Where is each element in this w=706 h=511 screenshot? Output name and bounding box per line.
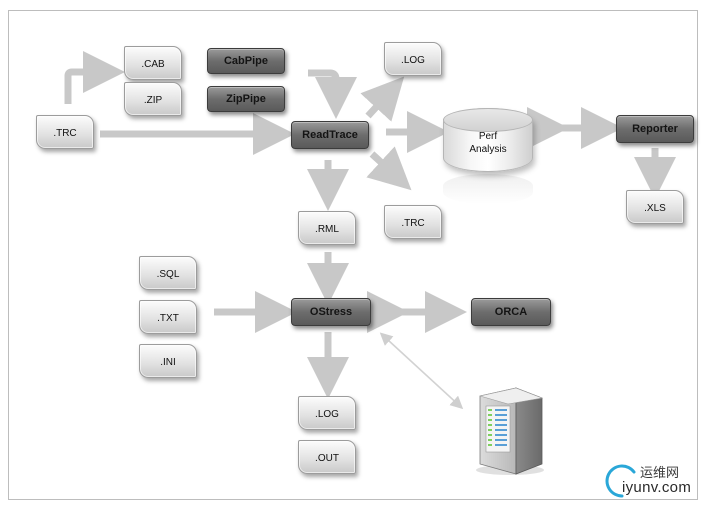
watermark-arc-icon bbox=[605, 464, 636, 498]
tool-cabpipe-label: CabPipe bbox=[223, 55, 268, 67]
tool-zippipe-label: ZipPipe bbox=[226, 93, 266, 105]
file-log-bottom-label: .LOG bbox=[315, 408, 339, 420]
file-zip-label: .ZIP bbox=[143, 94, 163, 106]
file-trc-output: .TRC bbox=[384, 205, 442, 239]
link-ostress-server bbox=[379, 332, 464, 410]
perf-analysis-reflection bbox=[443, 174, 533, 204]
perf-analysis-line2: Analysis bbox=[469, 144, 507, 155]
file-cab-label: .CAB bbox=[141, 58, 165, 70]
tool-orca: ORCA bbox=[471, 298, 551, 326]
perf-analysis-line1: Perf bbox=[478, 131, 498, 142]
perf-analysis-database: Perf Analysis bbox=[443, 108, 533, 172]
tool-reporter-label: Reporter bbox=[632, 123, 678, 135]
file-rml-label: .RML bbox=[315, 223, 339, 235]
file-xls: .XLS bbox=[626, 190, 684, 224]
file-xls-label: .XLS bbox=[644, 202, 666, 214]
tool-readtrace-label: ReadTrace bbox=[302, 129, 358, 141]
tool-cabpipe: CabPipe bbox=[207, 48, 285, 74]
file-rml: .RML bbox=[298, 211, 356, 245]
file-ini: .INI bbox=[139, 344, 197, 378]
watermark-chinese: 运维网 bbox=[640, 465, 680, 480]
file-sql: .SQL bbox=[139, 256, 197, 290]
tool-zippipe: ZipPipe bbox=[207, 86, 285, 112]
server-icon bbox=[476, 387, 544, 475]
file-log-top-label: .LOG bbox=[401, 54, 425, 66]
file-txt: .TXT bbox=[139, 300, 197, 334]
watermark: 运维网 iyunv.com bbox=[600, 460, 700, 500]
file-log-bottom: .LOG bbox=[298, 396, 356, 430]
tool-orca-label: ORCA bbox=[494, 306, 528, 318]
file-cab: .CAB bbox=[124, 46, 182, 80]
tool-reporter: Reporter bbox=[616, 115, 694, 143]
file-sql-label: .SQL bbox=[156, 268, 180, 280]
tool-ostress: OStress bbox=[291, 298, 371, 326]
arrow-trc-to-cab bbox=[64, 51, 125, 104]
perf-analysis-label: Perf Analysis bbox=[443, 130, 533, 156]
database-top bbox=[443, 108, 533, 132]
file-out-label: .OUT bbox=[315, 452, 339, 464]
file-txt-label: .TXT bbox=[157, 312, 179, 324]
tool-ostress-label: OStress bbox=[309, 306, 353, 318]
file-out: .OUT bbox=[298, 440, 356, 474]
watermark-domain: iyunv.com bbox=[622, 479, 692, 496]
file-zip: .ZIP bbox=[124, 82, 182, 116]
file-log-top: .LOG bbox=[384, 42, 442, 76]
arrow-pipes-to-readtrace bbox=[308, 69, 357, 119]
arrow-readtrace-to-trc bbox=[366, 146, 412, 191]
file-trc-output-label: .TRC bbox=[401, 217, 425, 229]
arrow-readtrace-to-log bbox=[360, 76, 405, 122]
file-ini-label: .INI bbox=[160, 356, 176, 368]
tool-readtrace: ReadTrace bbox=[291, 121, 369, 149]
file-trc-input: .TRC bbox=[36, 115, 94, 149]
file-trc-input-label: .TRC bbox=[53, 127, 77, 139]
